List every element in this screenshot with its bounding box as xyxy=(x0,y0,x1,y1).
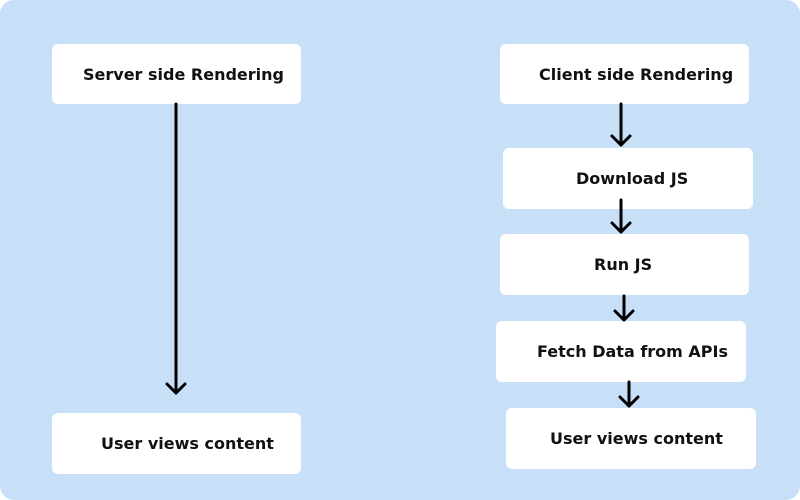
fetch-data-label: Fetch Data from APIs xyxy=(537,342,728,361)
server-user-views-content-box: User views content xyxy=(52,413,301,474)
run-js-label: Run JS xyxy=(594,255,653,274)
arrow-to-user-views-content xyxy=(618,380,640,408)
fetch-data-box: Fetch Data from APIs xyxy=(496,321,746,382)
client-user-views-content-label: User views content xyxy=(550,429,723,448)
client-side-rendering-box: Client side Rendering xyxy=(500,44,749,104)
server-side-rendering-label: Server side Rendering xyxy=(83,64,284,84)
server-user-views-content-label: User views content xyxy=(101,434,274,453)
arrow-to-run-js xyxy=(610,198,632,234)
client-user-views-content-box: User views content xyxy=(506,408,756,469)
download-js-box: Download JS xyxy=(503,148,753,209)
arrow-to-fetch-data xyxy=(613,294,635,322)
download-js-label: Download JS xyxy=(576,169,689,188)
client-side-rendering-label: Client side Rendering xyxy=(539,64,734,84)
run-js-box: Run JS xyxy=(500,234,749,295)
server-arrow xyxy=(165,102,187,395)
server-side-rendering-box: Server side Rendering xyxy=(52,44,301,104)
arrow-to-download-js xyxy=(610,102,632,147)
